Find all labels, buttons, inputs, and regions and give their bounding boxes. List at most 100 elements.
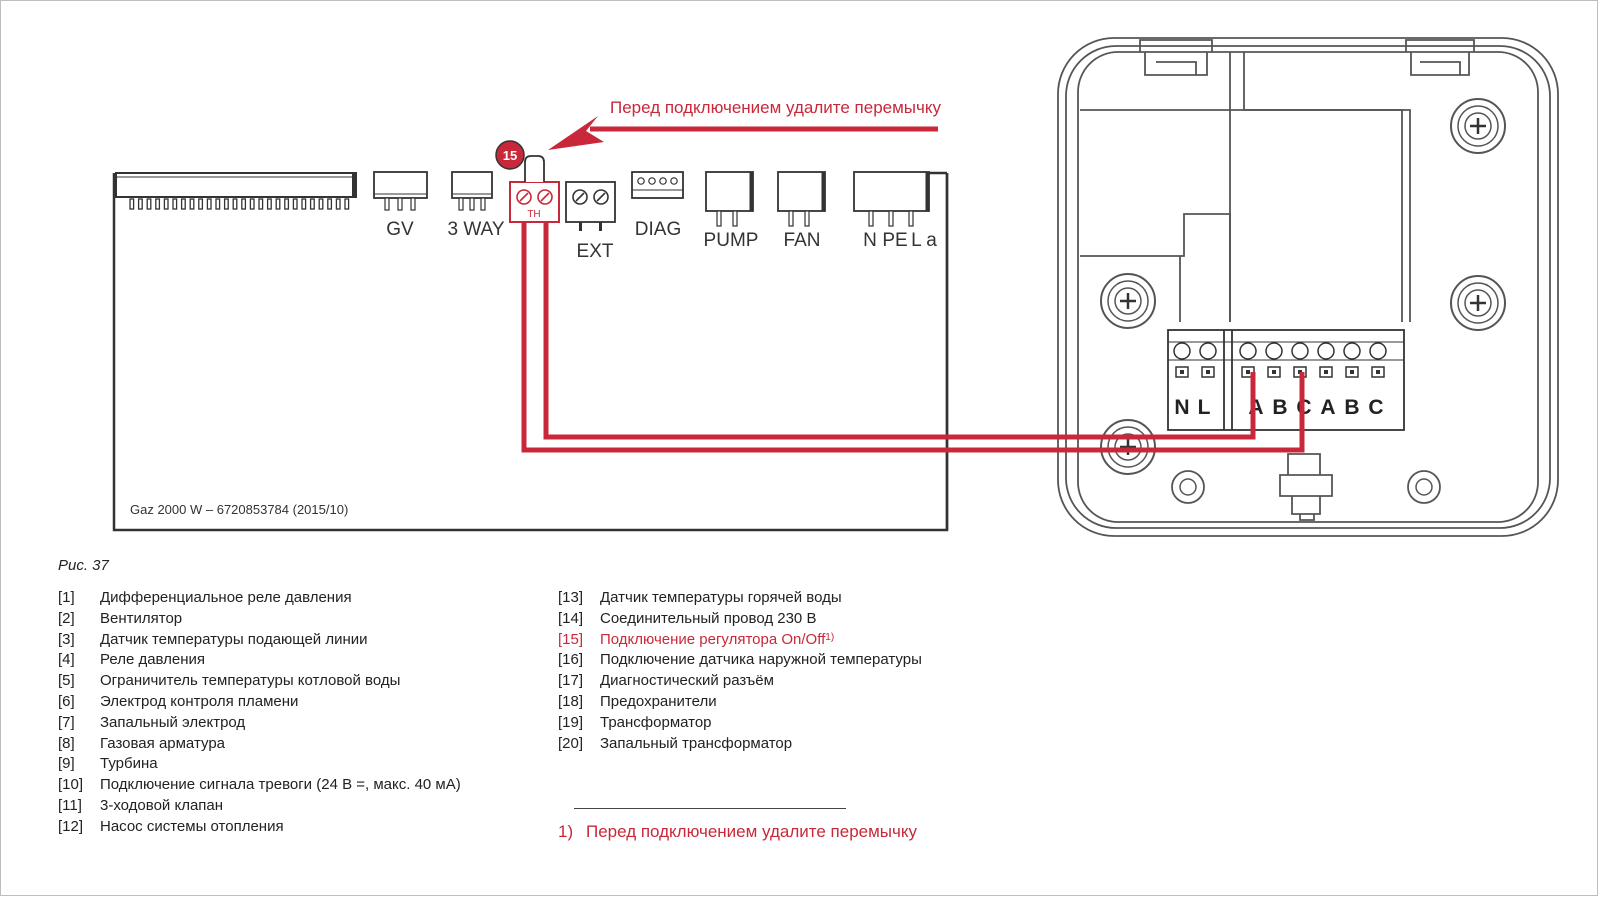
callout-number: 15 <box>503 148 517 163</box>
legend-text: Трансформатор <box>600 713 712 731</box>
legend-number: [8] <box>58 734 75 752</box>
legend-left: [1]Дифференциальное реле давления[2]Вент… <box>58 588 461 838</box>
legend-number: [20] <box>558 734 584 752</box>
legend-item: [8] Газовая арматура <box>58 734 461 755</box>
header-pin <box>249 198 255 210</box>
legend-number: [7] <box>58 713 75 731</box>
terminal-contact <box>1180 370 1184 374</box>
connector-3way: 3 WAY <box>447 171 505 240</box>
legend-item: [1]Дифференциальное реле давления <box>58 588 461 609</box>
legend-item: [3]Датчик температуры подающей линии <box>58 630 461 651</box>
header-pin <box>223 198 229 210</box>
connector-pump: PUMP <box>704 171 758 251</box>
legend-text: Электрод контроля пламени <box>100 692 299 710</box>
legend-text: Соединительный провод 230 В <box>600 609 817 627</box>
connector-th: TH <box>509 181 560 223</box>
header-pin <box>206 198 212 210</box>
legend-text: Турбина <box>100 755 158 773</box>
legend-text: Вентилятор <box>100 609 183 627</box>
connector-label-ext: EXT <box>577 241 614 262</box>
connector-label-th: TH <box>527 209 540 220</box>
thermostat-housing <box>1057 37 1559 537</box>
legend-right: [13]Датчик температуры горячей воды[14]С… <box>558 588 922 754</box>
legend-text: Датчик температуры горячей воды <box>600 589 842 606</box>
header-pin <box>215 198 221 210</box>
screw-icon <box>1099 272 1157 330</box>
connector-fan: FAN <box>777 171 826 251</box>
header-pin <box>318 198 324 210</box>
legend-item: [19] Трансформатор <box>558 713 922 734</box>
connector-label-fan: FAN <box>784 230 821 251</box>
legend-text: Диагностический разъём <box>600 672 774 690</box>
header-pin <box>198 198 204 210</box>
header-pin <box>275 198 281 210</box>
legend-text: Предохранители <box>600 692 717 710</box>
header-pin <box>284 198 290 210</box>
header-pin <box>129 198 135 210</box>
legend-text: Ограничитель температуры котловой воды <box>100 672 401 690</box>
terminal-label: N <box>1174 396 1189 419</box>
legend-text: Дифференциальное реле давления <box>100 589 352 606</box>
pin-header-connector <box>115 172 357 210</box>
terminal-label: A <box>1320 396 1335 419</box>
connector-label-3way: 3 WAY <box>447 219 504 240</box>
warning-arrow: Перед подключением удалите перемычку <box>548 98 942 150</box>
legend-number: [11] <box>58 796 82 814</box>
connector-gv: GV <box>373 171 428 240</box>
footnote-mark: 1) <box>558 822 574 841</box>
terminal-screw <box>1343 342 1361 360</box>
header-pin <box>327 198 333 210</box>
connector-mains: N PE L a <box>853 171 937 251</box>
header-pin <box>301 198 307 210</box>
legend-text: Реле давления <box>100 651 206 669</box>
legend-item: [4] Реле давления <box>58 650 461 671</box>
legend-text: Газовая арматура <box>100 734 226 752</box>
terminal-label: B <box>1344 396 1359 419</box>
legend-number: [12] <box>58 817 84 835</box>
arrow-icon <box>548 116 604 150</box>
legend-text: Запальный трансформатор <box>600 734 793 752</box>
jumper-bridge <box>524 155 545 182</box>
legend-number: [19] <box>558 713 584 731</box>
connector-label-la: L a <box>911 230 937 251</box>
connection-wires <box>521 222 1305 453</box>
legend-number: [18] <box>558 692 584 710</box>
terminal-contact <box>1206 370 1210 374</box>
header-pin <box>155 198 161 210</box>
legend-item: [9] Турбина <box>58 754 461 775</box>
terminal-contact <box>1350 370 1354 374</box>
terminal-screw <box>1239 342 1257 360</box>
terminal-screw <box>1173 342 1191 360</box>
terminal-label: C <box>1368 396 1383 419</box>
terminal-screw <box>1291 342 1309 360</box>
legend-item: [6]Электрод контроля пламени <box>58 692 461 713</box>
terminal-screw <box>1317 342 1335 360</box>
figure-label: Рис. 37 <box>58 557 109 574</box>
connector-diag: DIAG <box>631 171 684 240</box>
legend-number: [4] <box>58 651 75 669</box>
legend-number: [16] <box>558 651 584 669</box>
legend-item: [11]3-ходовой клапан <box>58 796 461 817</box>
connector-ext: EXT <box>565 181 616 262</box>
terminal-contact <box>1246 370 1250 374</box>
legend-number: [13] <box>558 589 584 606</box>
connector-label-pe: PE <box>882 230 907 251</box>
legend-number: [10] <box>58 776 84 794</box>
header-pin <box>189 198 195 210</box>
terminal-label: B <box>1272 396 1287 419</box>
legend-item: [17]Диагностический разъём <box>558 671 922 692</box>
legend-number: [5] <box>58 672 75 690</box>
footnote: 1)Перед подключением удалите перемычку <box>558 822 917 842</box>
header-pin <box>344 198 350 210</box>
header-pin <box>163 198 169 210</box>
control-board <box>112 171 949 532</box>
callout-15: 15 <box>495 140 525 170</box>
board-caption: Gaz 2000 W – 6720853784 (2015/10) <box>130 502 348 517</box>
legend-number: [9] <box>58 755 75 773</box>
header-pin <box>309 198 315 210</box>
header-pin <box>137 198 143 210</box>
header-pin <box>180 198 186 210</box>
legend-text: Подключение датчика наружной температуры <box>600 651 922 669</box>
